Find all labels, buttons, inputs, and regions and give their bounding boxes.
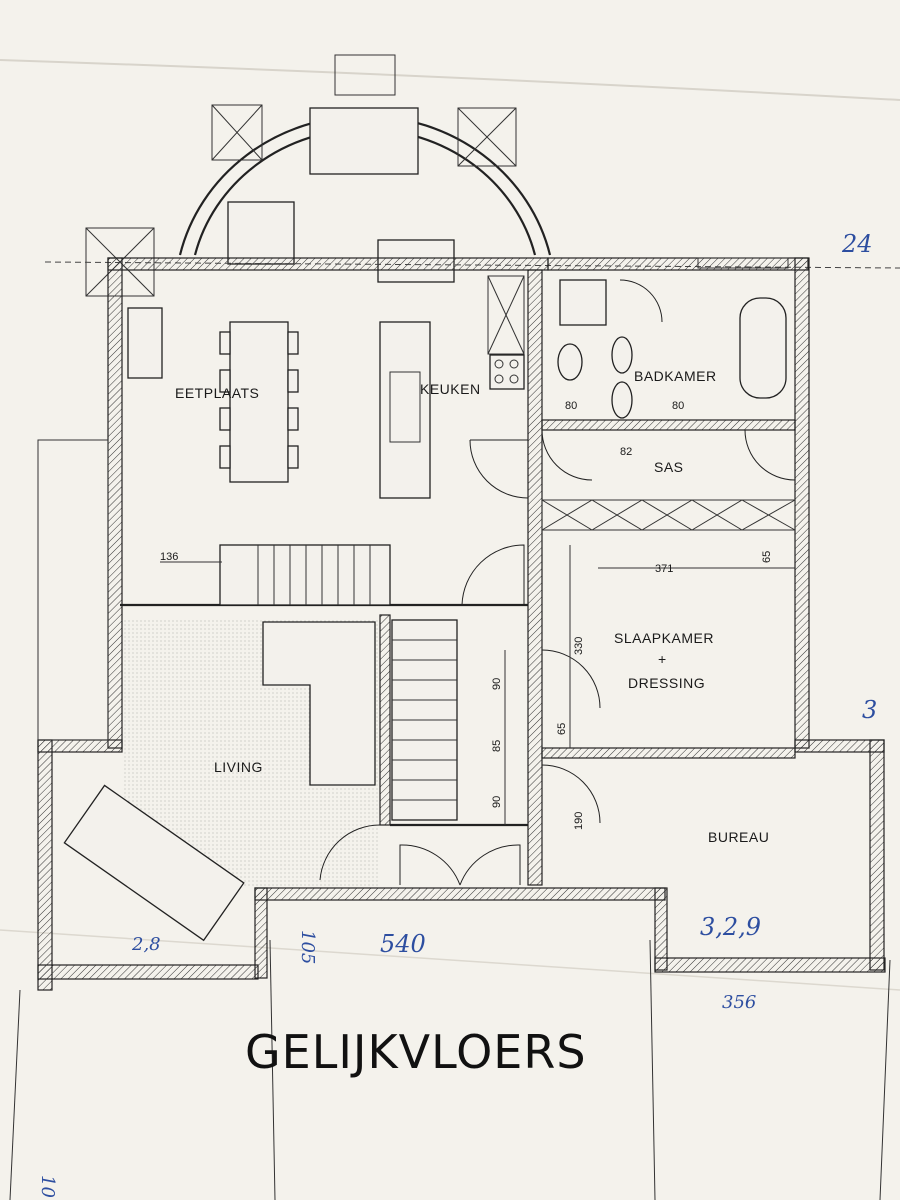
label-sas: SAS	[654, 459, 684, 475]
note-28: 2,8	[131, 934, 161, 955]
dim-90-top: 90	[491, 678, 503, 690]
label-slaapkamer-plus: +	[658, 651, 667, 667]
dim-190: 190	[573, 812, 585, 830]
kitchen-sink	[389, 371, 421, 443]
note-356: 356	[722, 992, 756, 1013]
dim-80-right: 80	[672, 400, 684, 412]
paper-fold-lower	[0, 929, 900, 991]
left-annex	[37, 439, 109, 741]
label-dressing: DRESSING	[628, 675, 705, 691]
note-3: 3	[862, 696, 877, 724]
label-bureau: BUREAU	[708, 829, 769, 845]
doors	[319, 279, 796, 886]
paper-fold	[0, 59, 900, 101]
dim-90-bottom: 90	[491, 796, 503, 808]
kitchen-hob	[489, 354, 525, 390]
kitchen-island	[379, 321, 431, 499]
dim-136: 136	[160, 551, 178, 563]
label-keuken: KEUKEN	[420, 381, 481, 397]
dim-65-top: 65	[761, 551, 773, 563]
note-329: 3,2,9	[700, 913, 761, 941]
washbasin-1	[611, 336, 633, 374]
site-outline	[9, 939, 891, 1200]
shower	[559, 279, 607, 326]
sofa-bay	[309, 107, 419, 175]
corner-sofa	[262, 621, 376, 786]
note-105: 105	[297, 930, 318, 964]
label-badkamer: BADKAMER	[634, 368, 717, 384]
bathtub	[739, 297, 787, 399]
label-living: LIVING	[214, 759, 263, 775]
sideboard	[127, 307, 163, 379]
dim-85: 85	[491, 740, 503, 752]
dim-80-left: 80	[565, 400, 577, 412]
staircase-upper	[219, 544, 391, 606]
kitchen-cabinet	[487, 275, 525, 355]
plan-title: GELIJKVLOERS	[245, 1025, 587, 1079]
note-540: 540	[380, 930, 426, 958]
note-24: 24	[841, 230, 873, 258]
dim-82: 82	[620, 446, 632, 458]
sas-cabinet-crosses	[541, 499, 796, 531]
toilet	[557, 343, 583, 381]
label-slaapkamer: SLAAPKAMER	[614, 630, 714, 646]
dim-371: 371	[655, 563, 673, 575]
staircase-lower	[391, 619, 458, 821]
dim-65-mid: 65	[556, 723, 568, 735]
bath-window	[697, 257, 789, 269]
label-eetplaats: EETPLAATS	[175, 385, 259, 401]
washbasin-2	[611, 381, 633, 419]
living-sofa	[63, 784, 245, 942]
dining-table	[219, 321, 299, 483]
armchair-bay	[227, 201, 295, 265]
note-10: 10	[37, 1175, 58, 1198]
dim-330: 330	[573, 637, 585, 655]
